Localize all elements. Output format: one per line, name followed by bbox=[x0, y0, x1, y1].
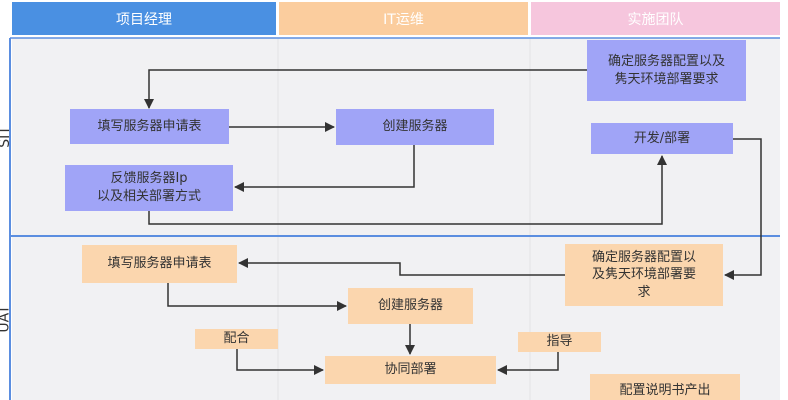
uat-confirm-server-config-box: 确定服务器配置以及隽天环境部署要求 bbox=[565, 244, 723, 306]
lane-header-project-manager: 项目经理 bbox=[12, 2, 276, 35]
uat-fill-server-request-box: 填写服务器申请表 bbox=[82, 245, 237, 283]
lane-header-it-ops: IT运维 bbox=[279, 2, 528, 35]
uat-guide-box: 指导 bbox=[518, 332, 601, 352]
uat-create-server-box: 创建服务器 bbox=[348, 288, 473, 324]
uat-co-deploy-box: 协同部署 bbox=[325, 356, 496, 384]
lane-column-it-ops bbox=[279, 38, 529, 400]
lane-header-implementation-team: 实施团队 bbox=[531, 2, 780, 35]
sit-fill-server-request-box: 填写服务器申请表 bbox=[70, 109, 229, 144]
uat-cooperate-box: 配合 bbox=[195, 329, 278, 349]
sit-confirm-server-config-box: 确定服务器配置以及隽天环境部署要求 bbox=[587, 40, 746, 101]
sit-dev-deploy-box: 开发/部署 bbox=[591, 123, 733, 154]
uat-doc-output-box: 配置说明书产出 bbox=[590, 374, 740, 400]
sit-create-server-box: 创建服务器 bbox=[336, 109, 494, 145]
